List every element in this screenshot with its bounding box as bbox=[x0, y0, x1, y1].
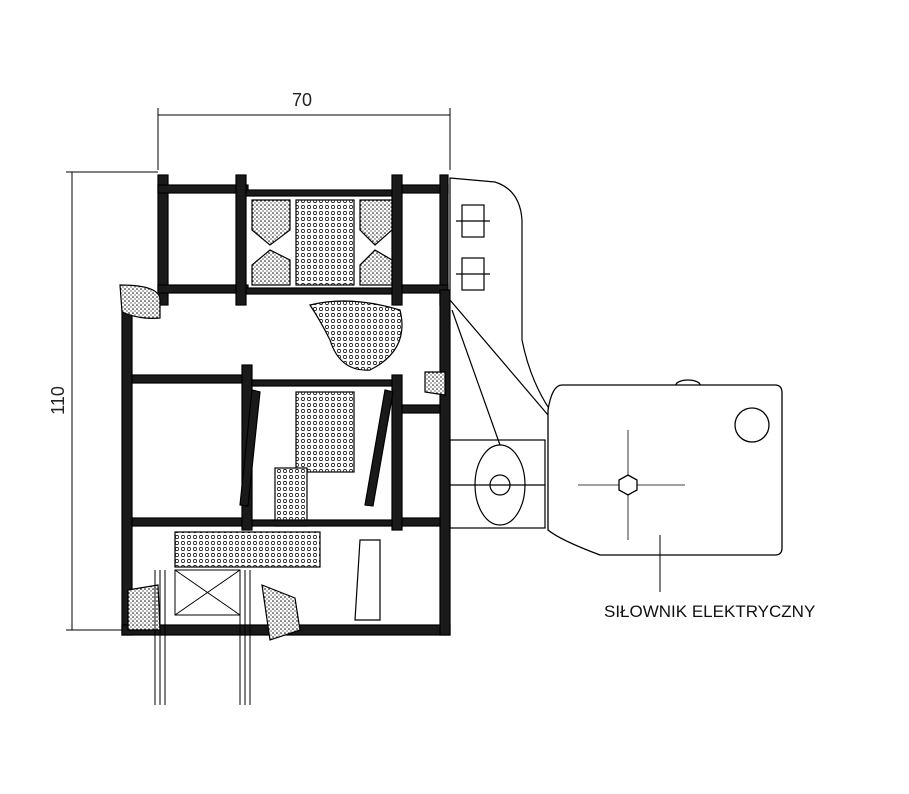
width-dimension-label: 70 bbox=[292, 90, 313, 110]
glazing-unit bbox=[154, 569, 251, 705]
height-dimension-label: 110 bbox=[47, 386, 68, 415]
width-dimension bbox=[157, 108, 451, 170]
sash-profile bbox=[157, 174, 449, 371]
height-dimension bbox=[66, 171, 158, 631]
electric-actuator bbox=[547, 379, 783, 592]
frame-profile bbox=[119, 284, 451, 641]
actuator-callout-label: SIŁOWNIK ELEKTRYCZNY bbox=[604, 602, 816, 621]
actuator-bracket bbox=[449, 177, 551, 529]
